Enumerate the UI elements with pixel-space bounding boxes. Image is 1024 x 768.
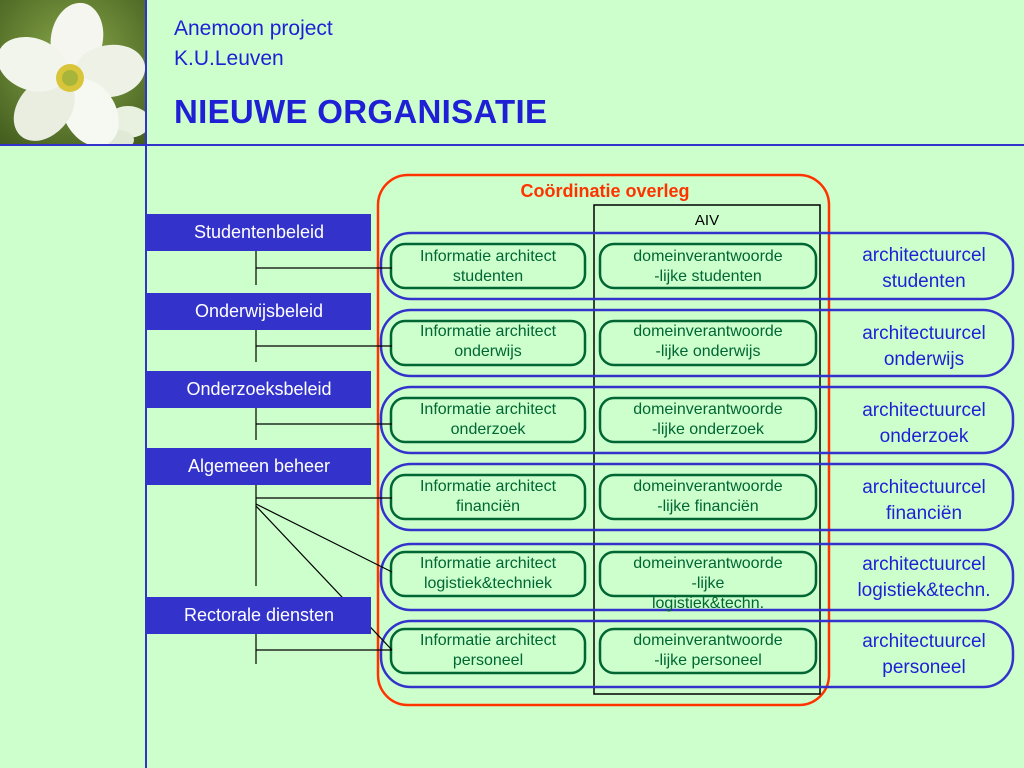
architect-label-studenten: Informatie architect studenten — [419, 248, 557, 285]
architect-label-financien: Informatie architect financiën — [419, 478, 557, 515]
architect-box-studenten — [389, 242, 587, 290]
aiv-frame — [593, 204, 821, 695]
owner-box-onderzoek — [598, 396, 818, 444]
architecture-cell-studenten: architectuurcel studenten — [862, 245, 986, 292]
owner-label-onderwijs: domeinverantwoorde -lijke onderwijs — [633, 323, 783, 360]
owner-box-financien — [598, 473, 818, 521]
department-rectorale-diensten: Rectorale diensten — [147, 597, 371, 634]
owner-box-personeel — [598, 627, 818, 675]
architect-box-personeel — [389, 627, 587, 675]
architecture-cell-onderwijs: architectuurcel onderwijs — [862, 323, 986, 370]
row-band-logistiek — [379, 542, 1015, 612]
architecture-cell-onderzoek: architectuurcel onderzoek — [862, 400, 986, 447]
connector-lines — [255, 251, 393, 664]
architect-label-personeel: Informatie architect personeel — [419, 632, 557, 669]
architect-box-onderwijs — [389, 319, 587, 367]
coordination-frame — [376, 173, 831, 707]
row-band-personeel — [379, 619, 1015, 689]
architecture-cell-personeel: architectuurcel personeel — [862, 631, 986, 678]
sidebar-divider — [145, 0, 147, 768]
institution-name: K.U.Leuven — [174, 47, 284, 70]
owner-box-onderwijs — [598, 319, 818, 367]
row-band-onderzoek — [379, 385, 1015, 455]
project-name: Anemoon project — [174, 17, 333, 40]
architecture-cell-logistiek: architectuurcel logistiek&techn. — [857, 554, 991, 601]
architect-box-financien — [389, 473, 587, 521]
header-divider — [0, 144, 1024, 146]
architect-label-onderwijs: Informatie architect onderwijs — [419, 323, 557, 360]
owner-label-studenten: domeinverantwoorde -lijke studenten — [633, 248, 783, 285]
architecture-cell-financien: architectuurcel financiën — [862, 477, 986, 524]
owner-label-onderzoek: domeinverantwoorde -lijke onderzoek — [633, 401, 783, 438]
department-onderzoeksbeleid: Onderzoeksbeleid — [147, 371, 371, 408]
department-onderwijsbeleid: Onderwijsbeleid — [147, 293, 371, 330]
row-band-financien — [379, 462, 1015, 532]
department-algemeen-beheer: Algemeen beheer — [147, 448, 371, 485]
row-band-onderwijs — [379, 308, 1015, 378]
page-title: NIEUWE ORGANISATIE — [174, 93, 548, 130]
aiv-label: AIV — [694, 212, 720, 229]
architect-label-onderzoek: Informatie architect onderzoek — [419, 401, 557, 438]
architect-box-onderzoek — [389, 396, 587, 444]
anemone-flower-image — [0, 0, 146, 144]
department-studentenbeleid: Studentenbeleid — [147, 214, 371, 251]
owner-label-logistiek: domeinverantwoorde -lijke logistiek&tech… — [633, 555, 783, 612]
anemone-flower-photo — [0, 0, 146, 144]
architect-label-logistiek: Informatie architect logistiek&techniek — [419, 555, 557, 592]
architect-box-logistiek — [389, 550, 587, 598]
coordination-label: Coördinatie overleg — [520, 181, 690, 201]
owner-box-logistiek — [598, 550, 818, 598]
row-band-studenten — [379, 231, 1015, 301]
owner-label-financien: domeinverantwoorde -lijke financiën — [633, 478, 783, 515]
owner-label-personeel: domeinverantwoorde -lijke personeel — [633, 632, 783, 669]
owner-box-studenten — [598, 242, 818, 290]
